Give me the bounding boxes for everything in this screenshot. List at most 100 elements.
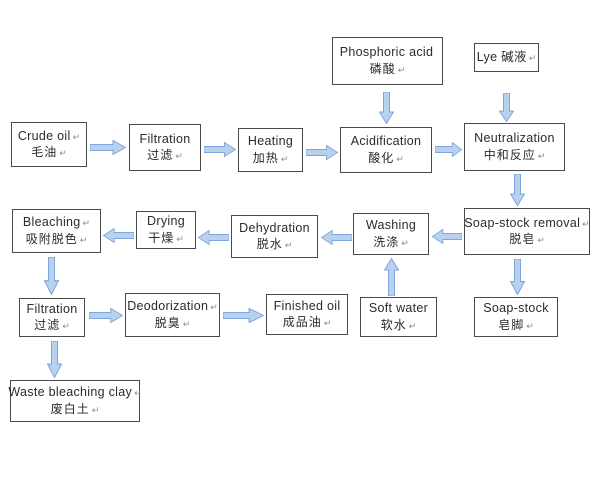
label-zh: 吸附脱色 <box>25 231 78 246</box>
box-bleaching: Bleaching↵ 吸附脱色 ↵ <box>12 209 101 253</box>
return-mark: ↵ <box>397 64 406 75</box>
box-soft-water: Soft water 软水↵ <box>360 297 437 337</box>
return-mark: ↵ <box>91 404 100 415</box>
box-soap-stock-removal: Soap-stock removal↵ 脱皂↵ <box>464 208 590 255</box>
arrow-phosphoric-acid-to-acidification <box>379 92 394 124</box>
box-lye: Lye 碱液↵ <box>474 43 539 72</box>
label-zh: 干燥 <box>148 230 175 245</box>
return-mark: ↵ <box>526 320 534 331</box>
box-neutralization: Neutralization 中和反应↵ <box>464 123 565 171</box>
box-soap-stock: Soap-stock 皂脚↵ <box>474 297 558 337</box>
label-line: Soap-stock removal↵ <box>464 215 590 231</box>
label-line: 废白土↵ <box>51 402 100 416</box>
return-mark: ↵ <box>176 233 184 244</box>
arrow-soap-stock-removal-to-washing <box>432 229 462 244</box>
box-washing: Washing 洗涤↵ <box>353 213 429 255</box>
arrow-soft-water-to-washing <box>384 258 399 296</box>
label-line: 磷酸↵ <box>369 61 406 76</box>
return-mark: ↵ <box>537 150 546 161</box>
label-line: 中和反应↵ <box>483 147 546 162</box>
label-line: 成品油↵ <box>283 316 332 329</box>
return-mark: ↵ <box>210 302 218 313</box>
label-line: Deodorization↵ <box>127 299 218 314</box>
label-line: Soap-stock <box>483 301 549 316</box>
return-mark: ↵ <box>528 52 537 63</box>
label-line: 酸化↵ <box>368 151 404 165</box>
return-mark: ↵ <box>401 237 409 248</box>
label-en: Washing <box>365 218 417 233</box>
arrow-washing-to-dehydration <box>321 230 352 245</box>
box-finished-oil: Finished oil 成品油↵ <box>266 294 348 335</box>
return-mark: ↵ <box>182 318 191 329</box>
label-en: Dehydration <box>239 220 310 235</box>
arrow-dehydration-to-drying <box>198 230 229 245</box>
arrow-deodorization-to-finished-oil <box>223 308 264 323</box>
label-zh: 成品油 <box>282 315 322 330</box>
arrow-lye-to-neutralization <box>499 93 514 122</box>
label-zh: 脱皂 <box>509 232 536 247</box>
label-line: 加热↵ <box>252 150 289 165</box>
label-zh: 过滤 <box>147 148 174 163</box>
label-line: 皂脚↵ <box>498 317 534 332</box>
label-zh: 毛油 <box>31 145 58 160</box>
return-mark: ↵ <box>175 151 183 162</box>
return-mark: ↵ <box>280 153 289 164</box>
label-zh: 过滤 <box>34 318 61 333</box>
label-zh: 磷酸 <box>369 61 396 76</box>
label-zh: 洗涤 <box>373 234 400 249</box>
box-filtration-1: Filtration 过滤↵ <box>129 124 201 171</box>
label-line: 脱臭↵ <box>155 316 191 330</box>
label-zh: 中和反应 <box>483 147 536 162</box>
label-en: Deodorization <box>127 299 209 314</box>
return-mark: ↵ <box>396 153 404 164</box>
label-line: Acidification <box>351 134 422 149</box>
label-en: Bleaching <box>22 215 81 230</box>
box-acidification: Acidification 酸化↵ <box>340 127 432 173</box>
label-line: 脱皂↵ <box>509 233 545 246</box>
label-line: 毛油↵ <box>31 146 67 159</box>
label-line: Drying <box>147 214 185 229</box>
return-mark: ↵ <box>59 148 67 159</box>
label-line: Bleaching↵ <box>22 215 91 230</box>
label-line: 脱水↵ <box>257 238 293 251</box>
label-zh: 软水 <box>380 317 407 332</box>
return-mark: ↵ <box>134 388 142 399</box>
label-line: Finished oil <box>274 299 341 314</box>
label-en: Soap-stock <box>483 301 549 316</box>
label-line: 过滤↵ <box>147 149 183 162</box>
label-line: Filtration <box>26 301 78 317</box>
label-en: Soap-stock removal <box>464 215 581 230</box>
arrow-heating-to-acidification <box>306 145 338 160</box>
label-en: Crude oil <box>17 128 71 143</box>
return-mark: ↵ <box>72 131 81 142</box>
label-line: 干燥↵ <box>148 230 184 245</box>
label-en: Drying <box>147 214 185 229</box>
arrow-drying-to-bleaching <box>103 228 134 243</box>
label-line: Phosphoric acid <box>340 45 435 60</box>
label-zh: 脱水 <box>256 237 283 252</box>
label-line: Lye 碱液↵ <box>476 49 537 65</box>
label-en: Lye 碱液 <box>476 49 527 64</box>
box-phosphoric-acid: Phosphoric acid 磷酸↵ <box>332 37 443 85</box>
box-waste-bleaching-clay: Waste bleaching clay↵ 废白土↵ <box>8 380 142 422</box>
label-en: Filtration <box>26 301 78 316</box>
return-mark: ↵ <box>82 218 91 229</box>
label-line: Dehydration <box>239 220 310 236</box>
label-line: Waste bleaching clay↵ <box>8 385 142 400</box>
label-line: 过滤↵ <box>34 319 70 332</box>
label-zh: 加热 <box>252 150 279 165</box>
return-mark: ↵ <box>582 218 590 229</box>
label-en: Neutralization <box>474 131 555 146</box>
box-dehydration: Dehydration 脱水↵ <box>231 215 318 258</box>
label-en: Soft water <box>368 301 429 316</box>
box-crude-oil: Crude oil↵ 毛油↵ <box>11 122 87 167</box>
label-line: Neutralization <box>474 131 555 146</box>
label-line: Washing <box>365 218 417 233</box>
box-heating: Heating 加热↵ <box>238 128 303 172</box>
arrow-acidification-to-neutralization <box>435 142 462 157</box>
arrow-filtration2-to-waste-bleaching-clay <box>47 341 62 378</box>
label-zh: 皂脚 <box>498 317 525 332</box>
return-mark: ↵ <box>62 321 70 332</box>
box-deodorization: Deodorization↵ 脱臭↵ <box>125 293 220 337</box>
